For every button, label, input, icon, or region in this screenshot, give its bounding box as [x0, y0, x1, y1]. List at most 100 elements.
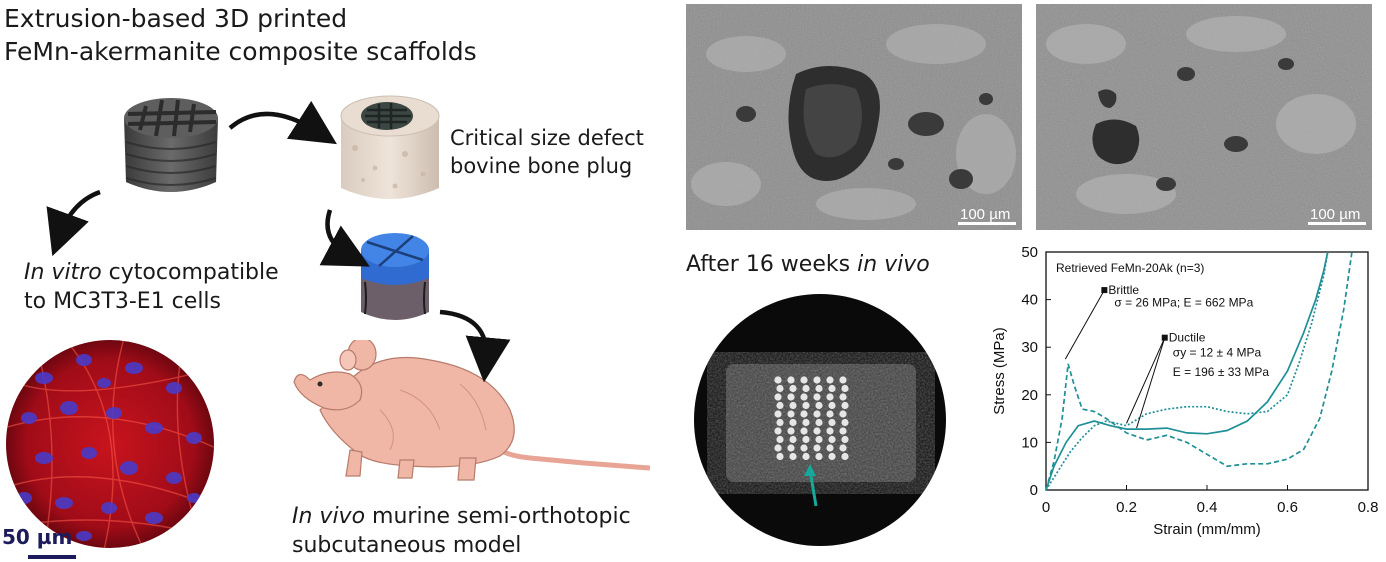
microct-strut-dot — [826, 427, 834, 435]
microct-strut-dot — [826, 410, 834, 418]
microct-strut-dot — [802, 452, 810, 461]
microct-strut-dot — [789, 418, 797, 427]
microct-strut-dot — [813, 427, 821, 435]
fluorescence-scale-label: 50 µm — [2, 525, 73, 549]
arrow-plug-to-wrap — [319, 209, 370, 267]
page-title: Extrusion-based 3D printed FeMn-akermani… — [4, 2, 477, 68]
microct-strut-dot — [787, 410, 795, 418]
invivo-label: In vivo murine semi-orthotopic subcutane… — [292, 504, 631, 558]
x-axis-label: Strain (mm/mm) — [1153, 521, 1261, 538]
chart-title: Retrieved FeMn-20Ak (n=3) — [1056, 261, 1204, 275]
sem-image-left: 100 µm — [686, 4, 1022, 230]
series-line-dotted — [1045, 251, 1329, 491]
arrow-wrap-to-mouse — [439, 309, 511, 383]
brittle-marker — [1101, 287, 1108, 294]
microct-strut-dot — [815, 401, 823, 410]
x-tick-label: 0.4 — [1197, 499, 1218, 516]
y-tick-label: 0 — [1030, 482, 1038, 499]
microct-strut-dot — [776, 401, 784, 410]
microct-strut-dot — [802, 384, 810, 393]
microct-strut-dot — [841, 452, 849, 461]
microct-strut-dot — [841, 384, 849, 393]
microct-strut-dot — [815, 384, 823, 393]
microct-strut-dot — [789, 435, 797, 444]
microct-strut-dot — [789, 452, 797, 461]
sem-left-scale-label: 100 µm — [960, 206, 1010, 223]
printed-scaffold-image — [124, 98, 218, 192]
microct-strut-dot — [815, 452, 823, 461]
microct-strut-dot — [828, 435, 836, 444]
microct-strut-dot — [828, 401, 836, 410]
mouse-illustration — [293, 340, 651, 481]
microct-strut-dot — [789, 401, 797, 410]
microct-strut-dot — [789, 384, 797, 393]
microct-strut-dot — [774, 393, 782, 401]
title-line-1: Extrusion-based 3D printed — [4, 4, 348, 33]
y-tick-label: 50 — [1021, 244, 1038, 261]
microct-strut-dot — [813, 376, 821, 384]
brittle-values: σ = 26 MPa; E = 662 MPa — [1114, 296, 1253, 310]
defect-label: Critical size defect bovine bone plug — [450, 126, 644, 178]
sem-image-right: 100 µm — [1036, 4, 1372, 230]
microct-strut-dot — [841, 401, 849, 410]
arrows-layer — [46, 100, 511, 383]
wrapped-plug-image — [361, 233, 429, 320]
microct-strut-dot — [826, 376, 834, 384]
microct-strut-dot — [802, 401, 810, 410]
y-tick-label: 40 — [1021, 292, 1038, 309]
microct-strut-dot — [839, 427, 847, 435]
microct-strut-dot — [802, 435, 810, 444]
ductile-marker — [1161, 334, 1168, 341]
x-tick-label: 0 — [1042, 499, 1050, 516]
microct-strut-dot — [826, 393, 834, 401]
y-axis-label: Stress (MPa) — [991, 327, 1008, 415]
arrow-scaffold-to-plug — [228, 100, 337, 145]
microct-strut-dot — [776, 384, 784, 393]
microct-strut-dot — [800, 376, 808, 384]
microct-strut-dot — [774, 427, 782, 435]
microct-strut-dot — [787, 444, 795, 452]
ductile-sigma: σy = 12 ± 4 MPa — [1173, 346, 1262, 360]
microct-strut-dot — [841, 418, 849, 427]
series-line-dashed — [1045, 251, 1353, 491]
x-tick-label: 0.6 — [1277, 499, 1298, 516]
microct-strut-dot — [828, 452, 836, 461]
microct-strut-dot — [774, 376, 782, 384]
microct-strut-dot — [787, 393, 795, 401]
microct-strut-dot — [815, 418, 823, 427]
invitro-label: In vitro cytocompatible to MC3T3-E1 cell… — [24, 260, 279, 314]
ductile-leader-1 — [1126, 337, 1166, 424]
microct-strut-dot — [800, 444, 808, 452]
microct-strut-dot — [841, 435, 849, 444]
y-tick-label: 10 — [1021, 434, 1038, 451]
microct-strut-dot — [802, 418, 810, 427]
microct-strut-dot — [800, 427, 808, 435]
fluorescence-micrograph — [6, 340, 214, 548]
x-tick-label: 0.2 — [1116, 499, 1137, 516]
microct-strut-dot — [839, 444, 847, 452]
microct-strut-dot — [839, 376, 847, 384]
microct-strut-dot — [776, 452, 784, 461]
fluorescence-scale-bar — [28, 555, 76, 559]
ductile-leader-2 — [1136, 337, 1166, 429]
brittle-leader — [1064, 289, 1105, 360]
microct-image — [694, 294, 946, 546]
microct-strut-dot — [813, 393, 821, 401]
microct-strut-dot — [787, 376, 795, 384]
microct-strut-dot — [828, 418, 836, 427]
microct-strut-dot — [774, 444, 782, 452]
ductile-label: Ductile — [1169, 331, 1206, 345]
microct-strut-dot — [826, 444, 834, 452]
x-tick-label: 0.8 — [1358, 499, 1379, 516]
bone-plug-image — [340, 95, 440, 199]
microct-strut-dot — [787, 427, 795, 435]
y-tick-label: 20 — [1021, 387, 1038, 404]
microct-strut-dot — [774, 410, 782, 418]
title-line-2: FeMn-akermanite composite scaffolds — [4, 37, 477, 66]
series-line-solid — [1045, 251, 1329, 491]
microct-strut-dot — [813, 410, 821, 418]
microct-strut-dot — [776, 418, 784, 427]
microct-strut-dot — [839, 393, 847, 401]
sem-right-scale-label: 100 µm — [1310, 206, 1360, 223]
